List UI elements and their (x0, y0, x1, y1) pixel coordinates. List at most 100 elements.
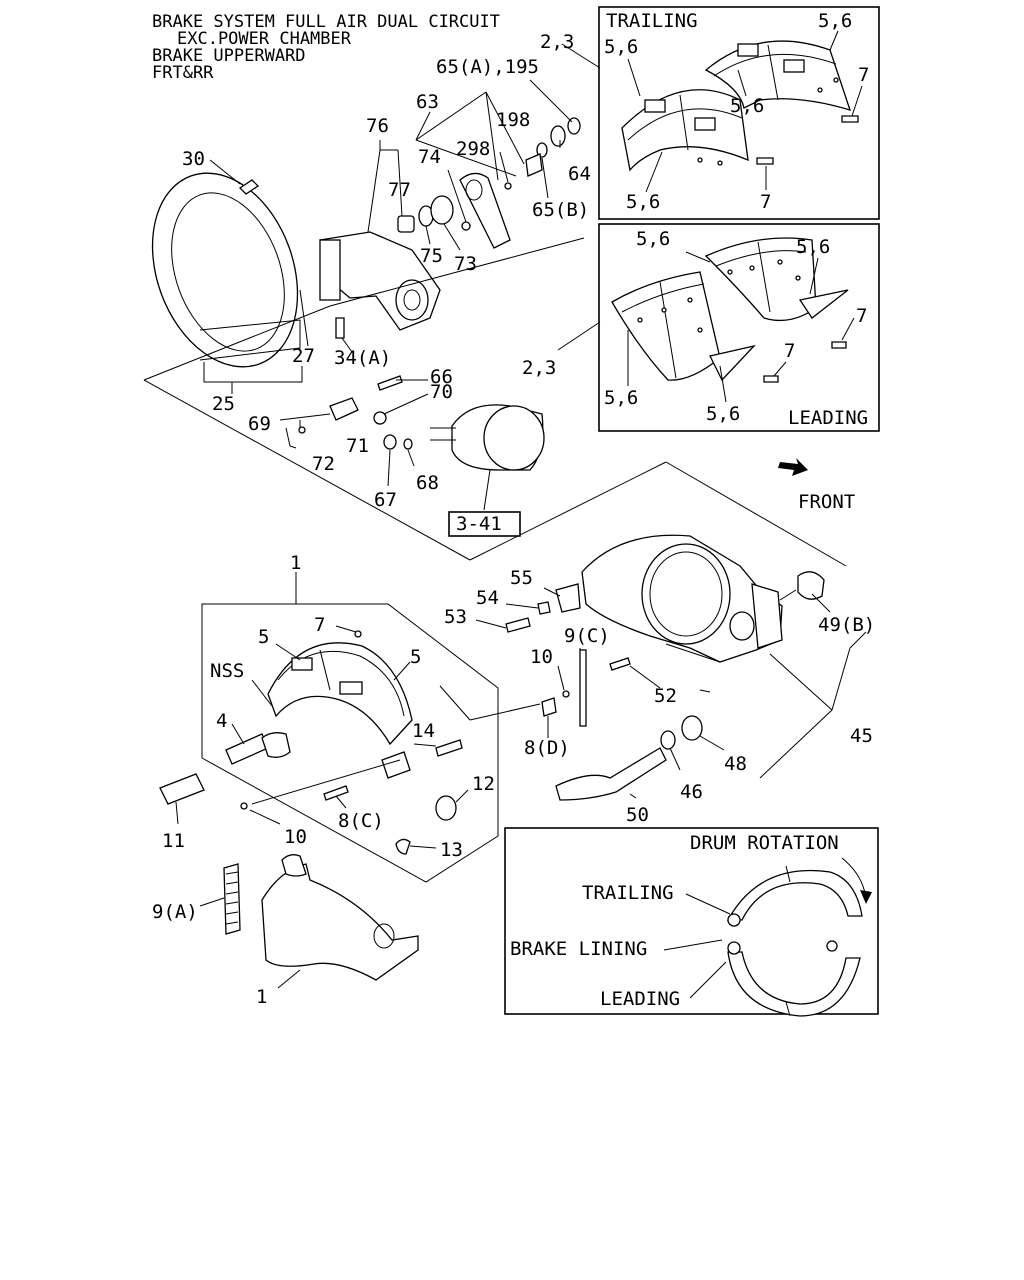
trailing-shoe-left (621, 89, 749, 172)
shoe-group-outline (201, 603, 499, 883)
callout-198: 198 (496, 109, 530, 131)
callout-63: 63 (416, 91, 439, 113)
callout-49b: 49(B) (818, 614, 875, 636)
washer-71 (298, 426, 306, 434)
leading-title: LEADING (788, 407, 868, 429)
trailing-callout-56-a: 5,6 (818, 10, 852, 32)
bracket-flange (319, 239, 341, 301)
trailing-bolt-b (756, 157, 774, 165)
callout-74: 74 (418, 146, 441, 168)
callout-7-main: 7 (314, 614, 325, 636)
callout-labels: 2,3 65(A),195 76 63 198 30 74 298 64 77 … (152, 31, 875, 1008)
return-spring-9a (223, 863, 241, 935)
trailing-callout-56-c: 5,6 (730, 95, 764, 117)
ring-10-mid (562, 690, 570, 698)
camshaft-50 (555, 747, 667, 801)
pin-8c (323, 785, 349, 801)
callout-9a: 9(A) (152, 901, 198, 923)
callout-298: 298 (456, 138, 490, 160)
bolt-30 (238, 179, 260, 195)
pin-8d (541, 697, 557, 717)
trailing-callout-7-b: 7 (760, 191, 771, 213)
callout-69: 69 (248, 413, 271, 435)
nut-54 (537, 601, 551, 615)
washer-48 (681, 715, 703, 741)
rotation-shoe-lower (727, 951, 861, 1017)
callout-8c: 8(C) (338, 810, 384, 832)
header-line-4: FRT&RR (152, 63, 214, 83)
callout-nss: NSS (210, 660, 244, 682)
grease-fitting-34a (335, 317, 345, 339)
callout-10-low: 10 (284, 826, 307, 848)
header-line-2: EXC.POWER CHAMBER (177, 29, 352, 49)
header-line-3: BRAKE UPPERWARD (152, 46, 306, 66)
trailing-inset: TRAILING 5,6 5,6 5,6 5,6 7 7 (598, 6, 880, 220)
brake-chamber-group (279, 321, 601, 537)
callout-11: 11 (162, 830, 185, 852)
front-indicator: FRONT (778, 458, 855, 513)
rotation-trailing-label: TRAILING (582, 882, 674, 904)
callout-13: 13 (440, 839, 463, 861)
rotation-title: DRUM ROTATION (690, 832, 839, 854)
ring-10-low (240, 802, 248, 810)
spring-9c (579, 649, 587, 727)
leading-callout-7-a: 7 (856, 305, 867, 327)
leading-bolt-b (763, 375, 779, 383)
callout-2-3-mid: 2,3 (522, 357, 556, 379)
callout-77: 77 (388, 179, 411, 201)
spider-assembly (475, 534, 867, 801)
rotation-inset: DRUM ROTATION TRAILING BRAKE LINING LEAD… (504, 827, 879, 1017)
callout-54: 54 (476, 587, 499, 609)
callout-53: 53 (444, 606, 467, 628)
washer-68 (403, 438, 413, 450)
callout-67: 67 (374, 489, 397, 511)
lining-pad-icon (291, 657, 313, 671)
plate-55 (555, 583, 581, 613)
clip-198 (525, 153, 543, 177)
front-arrow-icon (778, 458, 808, 476)
bushing-77 (397, 215, 415, 233)
callout-14: 14 (412, 720, 435, 742)
callout-10-mid: 10 (530, 646, 553, 668)
seal-73 (430, 195, 454, 225)
callout-76: 76 (366, 115, 389, 137)
rotation-inset-frame (504, 827, 879, 1015)
callout-27: 27 (292, 345, 315, 367)
header-line-1: BRAKE SYSTEM FULL AIR DUAL CIRCUIT (152, 12, 500, 32)
backing-plate-assembly (143, 43, 847, 567)
diagram-header: BRAKE SYSTEM FULL AIR DUAL CIRCUIT EXC.P… (152, 12, 500, 83)
trailing-callout-56-b: 5,6 (604, 36, 638, 58)
callout-55: 55 (510, 567, 533, 589)
spider-bore (641, 543, 731, 645)
slack-adjuster (459, 172, 511, 249)
front-label: FRONT (798, 491, 855, 513)
callout-72: 72 (312, 453, 335, 475)
washer-64 (550, 125, 566, 147)
callout-46: 46 (680, 781, 703, 803)
nut-67 (383, 434, 397, 450)
shoe-subassembly (159, 572, 541, 989)
callout-73: 73 (454, 253, 477, 275)
trailing-callout-56-d: 5,6 (626, 191, 660, 213)
leading-bolt-a (831, 341, 847, 349)
pin-72 (285, 427, 297, 449)
bolt-52 (609, 657, 631, 671)
leading-shoe-upper (704, 237, 849, 322)
callout-25: 25 (212, 393, 235, 415)
callout-2-3-top: 2,3 (540, 31, 574, 53)
callout-3-41: 3-41 (456, 513, 502, 535)
leading-inset-frame (598, 223, 880, 432)
callout-68: 68 (416, 472, 439, 494)
callout-71: 71 (346, 435, 369, 457)
leading-callout-56-b: 5,6 (796, 236, 830, 258)
callout-8d: 8(D) (524, 737, 570, 759)
callout-4: 4 (216, 710, 227, 732)
anchor-pin-11 (159, 773, 205, 805)
bolt-7 (354, 630, 362, 638)
callout-34a: 34(A) (334, 347, 391, 369)
anchor-trailing-icon (727, 913, 741, 927)
callout-48: 48 (724, 753, 747, 775)
callout-75: 75 (420, 245, 443, 267)
bolt-14 (435, 739, 463, 757)
callout-70: 70 (430, 381, 453, 403)
